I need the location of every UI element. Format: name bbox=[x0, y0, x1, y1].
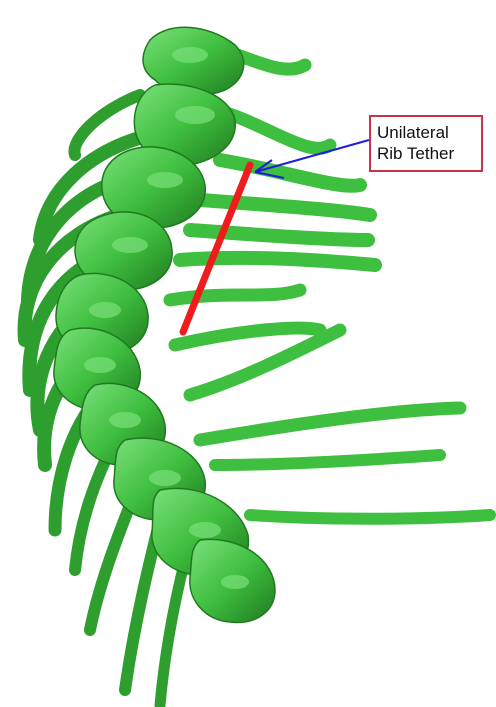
left-rib-12 bbox=[160, 560, 185, 705]
right-rib-8 bbox=[175, 328, 320, 345]
right-rib-5 bbox=[190, 230, 368, 240]
right-rib-10 bbox=[200, 408, 460, 440]
annotation-line-1: Unilateral bbox=[377, 122, 475, 143]
right-rib-7 bbox=[170, 290, 300, 300]
tether-annotation-label: Unilateral Rib Tether bbox=[369, 115, 483, 172]
annotation-line-2: Rib Tether bbox=[377, 143, 475, 164]
right-rib-4 bbox=[200, 200, 370, 215]
right-rib-12 bbox=[250, 515, 490, 519]
right-rib-11 bbox=[215, 455, 440, 465]
